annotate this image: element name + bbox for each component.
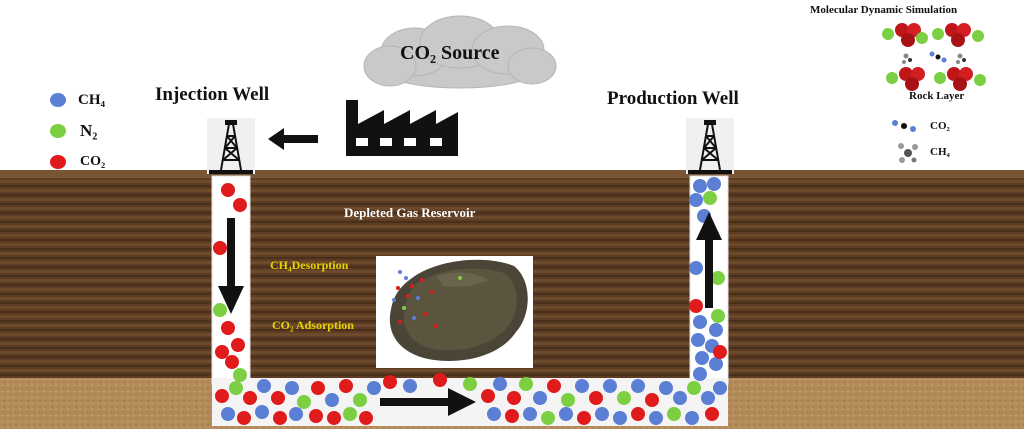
md-legend-co2: CO₂: [930, 120, 950, 132]
reservoir-label: Depleted Gas Reservoir: [344, 205, 476, 220]
legend-label-n2: N₂: [80, 121, 98, 140]
co2-dot-icon: [50, 155, 66, 169]
md-rock-layer-icon: [882, 23, 986, 91]
injection-derrick-icon: [207, 118, 255, 174]
md-rock-layer-label: Rock Layer: [909, 90, 965, 102]
ch4-molecule-icon: [898, 143, 918, 163]
md-legend-ch4: CH₄: [930, 146, 950, 158]
co2-source-label: CO₂ Source: [400, 42, 500, 64]
production-derrick-icon: [686, 118, 734, 174]
ground-surface: [0, 170, 1024, 178]
legend-label-ch4: CH₄: [78, 91, 105, 108]
down-arrow-icon: [218, 218, 244, 314]
cloud-icon: [363, 15, 557, 89]
injection-well-title: Injection Well: [155, 84, 270, 105]
n2-dot-icon: [50, 124, 66, 138]
legend-item-ch4: CH₄: [50, 86, 105, 114]
arrow-left-icon: [268, 128, 318, 150]
factory-icon: [346, 100, 458, 156]
right-arrow-icon: [380, 388, 476, 416]
up-arrow-icon: [696, 212, 722, 308]
ch4-dot-icon: [50, 93, 66, 107]
co2-adsorption-label: CO₂ Adsorption: [272, 318, 354, 332]
production-well-title: Production Well: [607, 88, 739, 109]
rock-icon: [389, 259, 528, 361]
md-panel-title: Molecular Dynamic Simulation: [810, 4, 958, 16]
legend-item-co2: CO₂: [50, 148, 105, 176]
ch4-desorption-label: CH₄Desorption: [270, 258, 349, 272]
co2-molecule-icon: [892, 120, 916, 132]
legend-item-n2: N₂: [50, 114, 105, 148]
legend: CH₄ N₂ CO₂: [50, 86, 105, 176]
legend-label-co2: CO₂: [80, 154, 106, 169]
